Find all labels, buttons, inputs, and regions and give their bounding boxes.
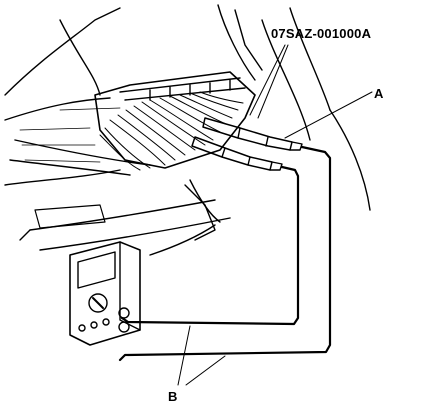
leader-a [284, 91, 373, 139]
test-probe-icon [191, 117, 303, 171]
callout-a-label: A [374, 86, 384, 101]
callout-leaders [177, 44, 373, 386]
vehicle-body-panels [4, 4, 371, 256]
leader-part-number [249, 44, 286, 116]
leader-b-left [177, 325, 191, 386]
part-number-label: 07SAZ-001000A [271, 26, 372, 41]
leader-b-right [185, 355, 226, 386]
ecm-connector-icon [94, 71, 256, 171]
leader-part-number-2 [257, 44, 289, 119]
test-lead-icon [118, 145, 332, 362]
multimeter-icon [69, 241, 141, 346]
callout-b-label: B [168, 389, 178, 404]
